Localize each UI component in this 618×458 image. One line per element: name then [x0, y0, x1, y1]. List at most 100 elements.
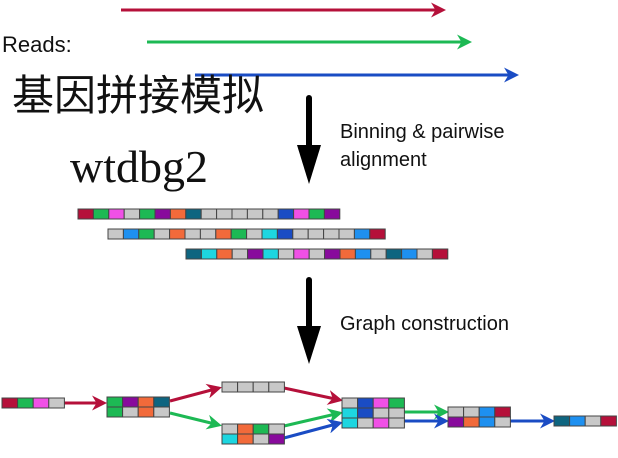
bin-block: [308, 208, 325, 220]
bin-block: [92, 208, 110, 220]
bin-block: [416, 248, 433, 260]
node-block: [237, 423, 254, 435]
bin-block: [401, 248, 418, 260]
node-block: [478, 416, 496, 428]
graph-node-n4: [221, 423, 285, 445]
node-block: [463, 416, 480, 428]
node-block: [463, 406, 480, 418]
graph-edges: [64, 383, 555, 440]
node-block: [268, 381, 285, 393]
down-arrow-icon: [297, 277, 321, 364]
binned-read-1: [77, 208, 341, 220]
down-arrow-icon: [297, 95, 321, 184]
node-block: [17, 397, 34, 409]
bin-block: [185, 248, 202, 260]
bin-block: [354, 248, 372, 260]
node-block: [447, 406, 465, 418]
node-block: [32, 397, 50, 409]
bin-block: [246, 208, 264, 220]
title-chinese: 基因拼接模拟: [12, 71, 264, 120]
binned-read-3: [185, 248, 449, 260]
bin-block: [261, 228, 278, 240]
bin-block: [353, 228, 371, 240]
bin-block: [169, 228, 186, 240]
graph-node-n5: [341, 397, 405, 429]
node-block: [221, 423, 239, 435]
node-block: [122, 396, 139, 408]
bin-block: [199, 228, 217, 240]
node-block: [221, 381, 239, 393]
bin-block: [276, 228, 294, 240]
graph-node-n3: [221, 381, 285, 393]
graph-node-n7: [553, 415, 617, 427]
reads-arrows: [121, 2, 519, 83]
node-block: [237, 433, 254, 445]
node-block: [1, 397, 19, 409]
binned-reads: [77, 208, 449, 260]
bin-block: [293, 248, 310, 260]
step-binning-label: Binning & pairwise: [340, 121, 505, 143]
node-block: [137, 396, 155, 408]
node-block: [494, 416, 511, 428]
bin-block: [323, 208, 341, 220]
bin-block: [277, 208, 295, 220]
graph-node-n1: [1, 397, 65, 409]
step-graph-label: Graph construction: [340, 313, 509, 335]
node-block: [268, 433, 285, 445]
node-block: [357, 397, 374, 409]
bin-block: [123, 208, 141, 220]
bin-block: [185, 208, 202, 220]
bin-block: [431, 248, 449, 260]
bin-block: [292, 228, 309, 240]
bin-block: [247, 248, 264, 260]
bin-block: [369, 228, 386, 240]
node-block: [252, 423, 270, 435]
bin-block: [308, 248, 326, 260]
bin-block: [139, 208, 156, 220]
node-block: [341, 397, 359, 409]
bin-block: [277, 248, 295, 260]
bin-block: [169, 208, 187, 220]
edge-red: [283, 386, 343, 405]
bin-block: [216, 208, 233, 220]
bin-block: [231, 208, 248, 220]
binned-read-2: [107, 228, 386, 240]
node-block: [600, 415, 617, 427]
node-block: [268, 423, 285, 435]
node-block: [553, 415, 571, 427]
bin-block: [339, 248, 356, 260]
graph-nodes: [1, 381, 617, 445]
bin-block: [370, 248, 387, 260]
bin-block: [122, 228, 140, 240]
bin-block: [385, 248, 403, 260]
node-block: [48, 397, 65, 409]
bin-block: [153, 228, 171, 240]
bin-block: [107, 228, 124, 240]
edge-blue: [283, 418, 343, 440]
bin-block: [184, 228, 201, 240]
bin-block: [154, 208, 171, 220]
node-block: [584, 415, 602, 427]
node-block: [252, 433, 270, 445]
node-block: [357, 417, 374, 429]
graph-node-n6: [447, 406, 511, 428]
bin-block: [138, 228, 155, 240]
bin-block: [231, 248, 249, 260]
bin-block: [216, 248, 233, 260]
bin-block: [293, 208, 310, 220]
bin-block: [200, 248, 218, 260]
node-block: [447, 416, 465, 428]
bin-block: [230, 228, 248, 240]
bin-block: [246, 228, 263, 240]
edge-green: [169, 411, 222, 430]
node-block: [153, 406, 170, 418]
edge-green: [283, 408, 343, 428]
node-block: [252, 381, 270, 393]
node-block: [372, 397, 390, 409]
bin-block: [338, 228, 355, 240]
reads-label: Reads:: [2, 32, 72, 57]
node-block: [372, 417, 390, 429]
node-block: [388, 407, 405, 419]
node-block: [388, 417, 405, 429]
